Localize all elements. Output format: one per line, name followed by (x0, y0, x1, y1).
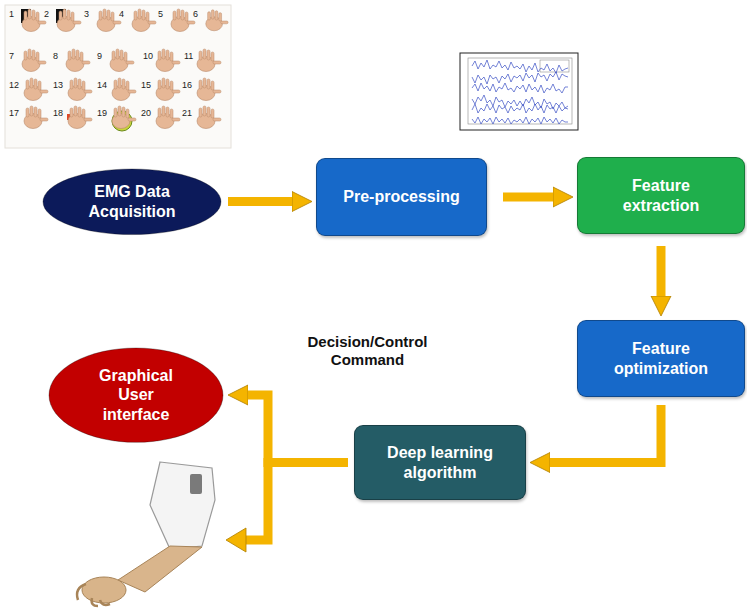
flow-arrow (228, 197, 292, 206)
annotation-label: Decision/Control Command (285, 333, 450, 369)
text-block: Feature optimization (601, 339, 721, 377)
ellipse-outline (48, 347, 224, 443)
process-box: Deep learning algorithm (354, 425, 526, 500)
socket-control (190, 474, 202, 494)
ellipse-fill (43, 169, 221, 235)
gesture-number: 9 (97, 52, 102, 61)
hand-gesture (132, 9, 156, 32)
flow-arrow (550, 405, 661, 463)
gesture-number: 18 (53, 109, 63, 118)
hand-gesture (171, 9, 195, 32)
gesture-number: 7 (9, 52, 14, 61)
hand-gesture (197, 49, 221, 72)
emg-traces (472, 60, 568, 124)
prosthetic-forearm (118, 546, 202, 592)
text-block: EMG Data Acquisition (76, 182, 188, 220)
gesture-number: 8 (53, 52, 58, 61)
gesture-number: 15 (141, 81, 151, 90)
prosthetic-socket (150, 462, 215, 549)
hand-gesture (24, 106, 48, 129)
process-box: Feature extraction (577, 157, 745, 234)
ellipse-outline (42, 168, 222, 236)
hand-gesture (22, 49, 46, 72)
node-label: Feature optimization (601, 339, 721, 377)
hand-gesture (110, 49, 134, 72)
prosthetic-arm (77, 462, 215, 606)
gesture-number: 2 (44, 10, 49, 19)
hand-gesture (68, 106, 92, 129)
text-block: Feature extraction (601, 176, 721, 214)
flow-arrow (248, 395, 348, 463)
hand-gesture (66, 49, 90, 72)
hand-gesture (68, 78, 92, 101)
gesture-number: 21 (182, 109, 192, 118)
gesture-board (5, 5, 231, 148)
hand-gesture (156, 78, 180, 101)
signal-plot (460, 53, 578, 130)
node-label: EMG Data Acquisition (76, 182, 188, 220)
gesture-number: 12 (9, 81, 19, 90)
node-label: Graphical User interface (90, 366, 182, 424)
output-ellipse: Graphical User interface (48, 347, 224, 443)
node-label: Deep learning algorithm (373, 443, 508, 481)
process-box: Feature optimization (577, 320, 745, 397)
branch-connector (244, 458, 268, 540)
gesture-board-ground (5, 5, 231, 148)
gesture-number: 13 (53, 81, 63, 90)
plot-axes (468, 58, 572, 124)
arrow-head (226, 528, 246, 552)
text-block: Graphical User interface (90, 366, 182, 424)
hand-gesture (156, 106, 180, 129)
hand-gesture (156, 49, 180, 72)
process-box: Pre-processing (316, 158, 487, 236)
gesture-number: 1 (9, 10, 14, 19)
hand-gesture (24, 78, 48, 101)
flow-arrow (503, 193, 553, 202)
hand-gesture (112, 106, 136, 129)
ellipse-fill (49, 348, 223, 442)
hand-gesture (206, 10, 228, 31)
hand-gesture (197, 78, 221, 101)
gesture-number: 6 (193, 10, 198, 19)
hand-gesture (97, 9, 121, 32)
gesture-number: 5 (158, 10, 163, 19)
prosthetic-hand (82, 577, 126, 603)
gesture-number: 14 (97, 81, 107, 90)
gesture-number: 19 (97, 109, 107, 118)
gesture-number: 20 (141, 109, 151, 118)
gesture-number: 11 (184, 52, 193, 61)
plot-frame (460, 53, 578, 130)
text-block: Pre-processing (343, 187, 459, 206)
gesture-number: 16 (182, 81, 192, 90)
hand-gesture (197, 106, 221, 129)
gesture-number: 4 (119, 10, 124, 19)
text-block: Deep learning algorithm (373, 443, 508, 481)
hand-gesture (22, 9, 46, 32)
hand-gesture (112, 78, 136, 101)
gesture-number: 3 (84, 10, 89, 19)
node-label: Feature extraction (601, 176, 721, 214)
start-ellipse: EMG Data Acquisition (42, 168, 222, 236)
flow-arrow (657, 246, 666, 296)
hand-gesture (57, 9, 81, 32)
gesture-number: 10 (143, 52, 153, 61)
node-label: Pre-processing (343, 187, 459, 206)
gesture-number: 17 (9, 109, 19, 118)
output-branch-arrow (226, 458, 268, 552)
prosthetic-fingers (77, 584, 110, 606)
